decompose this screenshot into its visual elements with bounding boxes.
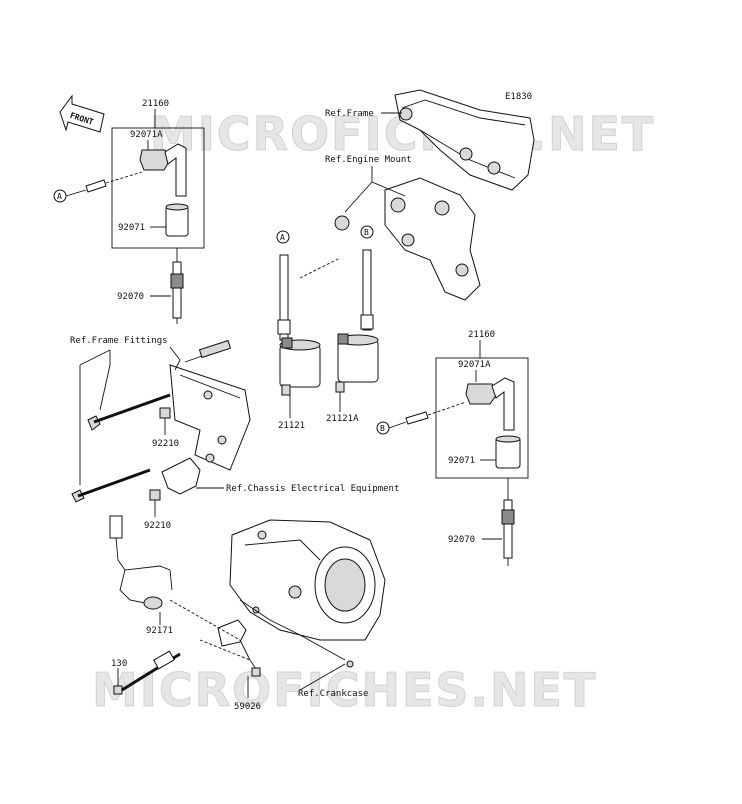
nut-92210-upper xyxy=(159,407,171,419)
engine-mount-illustration xyxy=(334,177,481,301)
part-number-21160-right: 21160 xyxy=(468,330,495,340)
bolt-long-lower xyxy=(71,468,151,503)
ref-engine-mount-label: Ref.Engine Mount xyxy=(325,155,412,165)
part-number-92071-left: 92071 xyxy=(118,223,145,233)
bolt-130 xyxy=(113,650,181,695)
ref-chassis-electrical-label: Ref.Chassis Electrical Equipment xyxy=(226,484,399,494)
plug-cap-right xyxy=(465,377,515,431)
coil-bracket xyxy=(169,339,251,471)
plug-cap-left xyxy=(139,143,187,197)
pin-right xyxy=(405,411,429,425)
marker-b-coil xyxy=(360,225,374,239)
pickup-coil-92171 xyxy=(109,515,173,610)
cap-group-right-box xyxy=(435,357,529,479)
front-arrow-icon: FRONT xyxy=(59,94,105,133)
ref-frame-label: Ref.Frame xyxy=(325,109,374,119)
ignition-coil-21121 xyxy=(277,254,321,396)
part-number-92070-left: 92070 xyxy=(117,292,144,302)
ref-crankcase-label: Ref.Crankcase xyxy=(298,689,368,699)
part-number-92071A-right: 92071A xyxy=(458,360,491,370)
diagram-code: E1830 xyxy=(505,92,532,102)
part-number-92070-right: 92070 xyxy=(448,535,475,545)
boot-left xyxy=(165,203,189,237)
svg-text:B: B xyxy=(380,424,385,433)
spark-plug-right xyxy=(501,499,515,566)
part-number-21121A: 21121A xyxy=(326,414,359,424)
svg-text:A: A xyxy=(280,233,285,242)
part-number-59026: 59026 xyxy=(234,702,261,712)
part-number-21121: 21121 xyxy=(278,421,305,431)
part-number-92171: 92171 xyxy=(146,626,173,636)
watermark-bottom: MICROFICHES.NET xyxy=(92,663,597,717)
bolt-long-upper xyxy=(87,393,171,431)
cap-group-left-box xyxy=(111,127,205,249)
marker-a-coil xyxy=(276,230,290,244)
part-number-92210-lower: 92210 xyxy=(144,521,171,531)
frame-illustration xyxy=(394,89,535,191)
pin-left xyxy=(85,179,107,193)
spark-plug-left xyxy=(170,261,184,324)
svg-text:B: B xyxy=(364,228,369,237)
crankcase-illustration xyxy=(229,519,386,668)
part-number-130: 130 xyxy=(111,659,127,669)
sensor-bracket xyxy=(217,619,261,677)
chassis-clamp xyxy=(161,457,201,495)
part-number-21160-left: 21160 xyxy=(142,99,169,109)
boot-right xyxy=(495,435,521,469)
svg-text:A: A xyxy=(57,192,62,201)
part-number-92210-upper: 92210 xyxy=(152,439,179,449)
ignition-coil-21121A xyxy=(335,249,379,393)
nut-92210-lower xyxy=(149,489,161,501)
part-number-92071A-left: 92071A xyxy=(130,130,163,140)
ref-frame-fittings-label: Ref.Frame Fittings xyxy=(70,336,168,346)
part-number-92071-right: 92071 xyxy=(448,456,475,466)
